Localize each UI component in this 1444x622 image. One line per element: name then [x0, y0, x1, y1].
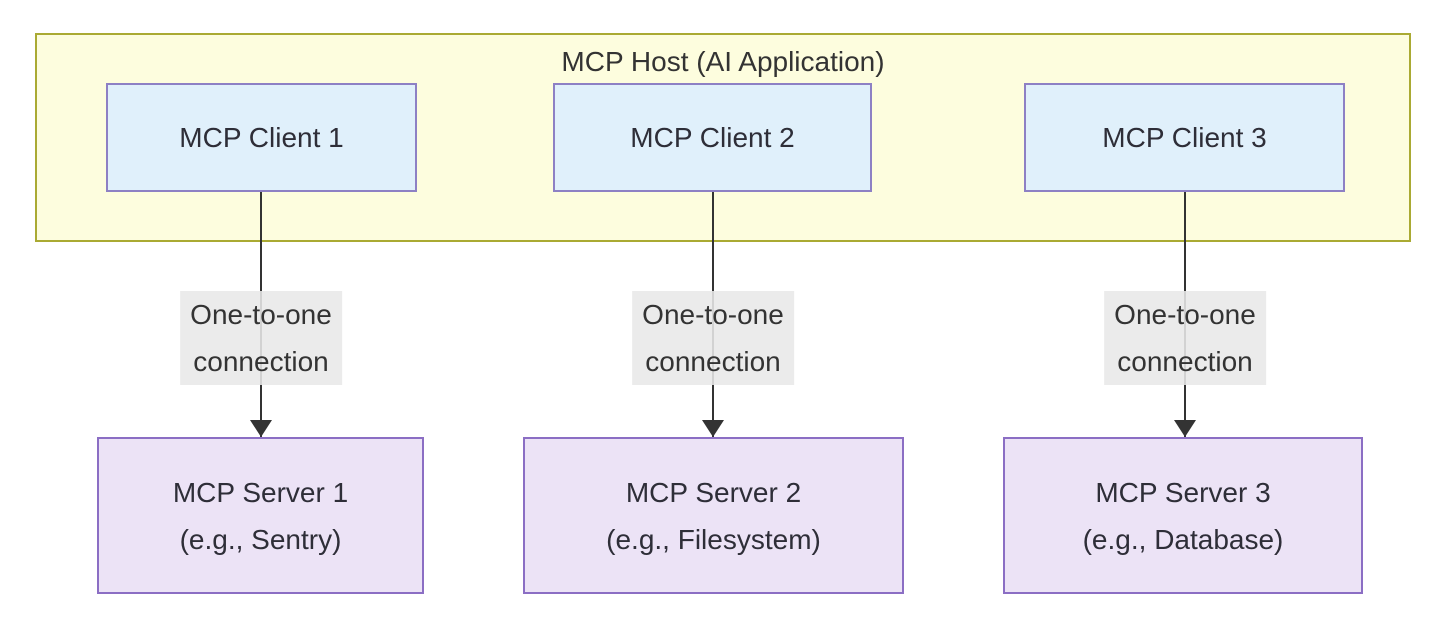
server-3-name: MCP Server 3: [1095, 476, 1271, 508]
edge-label-line2: connection: [645, 346, 781, 377]
arrowhead-down-icon: [250, 420, 272, 437]
edge-label-line1: One-to-one: [1114, 299, 1256, 330]
client-2-label: MCP Client 2: [630, 121, 795, 153]
client-3-label: MCP Client 3: [1102, 121, 1267, 153]
edge-label-connection-3: One-to-one connection: [1104, 291, 1266, 385]
server-3-example: (e.g., Database): [1082, 523, 1284, 555]
mcp-server-3-node: MCP Server 3 (e.g., Database): [1003, 437, 1363, 594]
mcp-client-1-node: MCP Client 1: [106, 83, 417, 192]
server-2-name: MCP Server 2: [625, 476, 802, 508]
host-title: MCP Host (AI Application): [561, 46, 885, 77]
server-1-name: MCP Server 1: [172, 476, 349, 508]
server-2-example: (e.g., Filesystem): [606, 523, 821, 555]
mcp-server-2-node: MCP Server 2 (e.g., Filesystem): [523, 437, 904, 594]
server-1-example: (e.g., Sentry): [179, 523, 342, 555]
edge-label-line1: One-to-one: [642, 299, 784, 330]
client-1-label: MCP Client 1: [179, 121, 344, 153]
arrowhead-down-icon: [1174, 420, 1196, 437]
edge-label-connection-1: One-to-one connection: [180, 291, 342, 385]
edge-label-line1: One-to-one: [190, 299, 332, 330]
mcp-client-2-node: MCP Client 2: [553, 83, 872, 192]
mcp-server-1-node: MCP Server 1 (e.g., Sentry): [97, 437, 424, 594]
arrowhead-down-icon: [702, 420, 724, 437]
edge-label-line2: connection: [193, 346, 329, 377]
edge-label-line2: connection: [1117, 346, 1253, 377]
edge-label-connection-2: One-to-one connection: [632, 291, 794, 385]
mcp-client-3-node: MCP Client 3: [1024, 83, 1345, 192]
